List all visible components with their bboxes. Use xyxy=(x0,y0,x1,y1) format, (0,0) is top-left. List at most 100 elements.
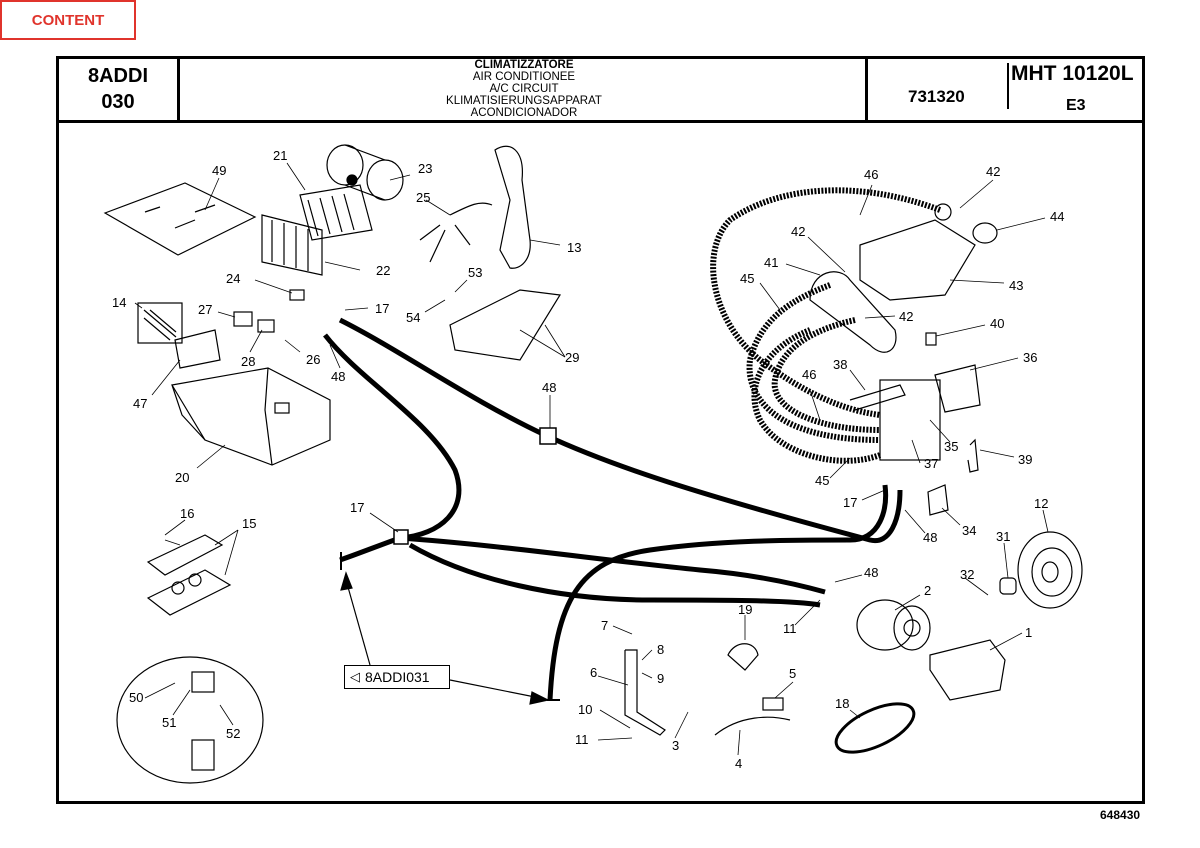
label-5: 5 xyxy=(789,666,796,681)
group-code: 8ADDI xyxy=(87,65,148,87)
corrugated-hoses xyxy=(710,187,942,464)
label-45a: 45 xyxy=(740,271,754,286)
part-52-panel xyxy=(191,739,215,771)
label-42c: 42 xyxy=(899,309,913,324)
label-41: 41 xyxy=(764,255,778,270)
part-25-harness xyxy=(419,202,493,263)
part-5-clip xyxy=(762,697,784,711)
part-12-pulley xyxy=(1017,531,1083,609)
part-13-duct xyxy=(494,145,531,269)
title-fr: AIR CONDITIONEE xyxy=(472,71,576,83)
label-40: 40 xyxy=(990,316,1004,331)
label-54: 54 xyxy=(406,310,420,325)
part-4-cable xyxy=(714,716,791,736)
label-38: 38 xyxy=(833,357,847,372)
label-19: 19 xyxy=(738,602,752,617)
label-8: 8 xyxy=(657,642,664,657)
model-name: MHT 10120L xyxy=(1011,62,1134,85)
leader-lines xyxy=(134,162,1049,756)
label-3: 3 xyxy=(672,738,679,753)
label-11b: 11 xyxy=(575,732,589,747)
part-34-bracket xyxy=(927,484,949,516)
label-18: 18 xyxy=(835,696,849,711)
label-34: 34 xyxy=(962,523,976,538)
label-24: 24 xyxy=(226,271,240,286)
label-42a: 42 xyxy=(986,164,1000,179)
label-48a: 48 xyxy=(331,369,345,384)
part-24 xyxy=(289,289,305,301)
part-29-tray xyxy=(449,289,561,361)
hose-48-main xyxy=(323,317,903,701)
label-13: 13 xyxy=(567,240,581,255)
label-46a: 46 xyxy=(864,167,878,182)
label-14: 14 xyxy=(112,295,126,310)
label-27: 27 xyxy=(198,302,212,317)
label-21: 21 xyxy=(273,148,287,163)
document-number: 648430 xyxy=(1100,808,1141,822)
label-45b: 45 xyxy=(815,473,829,488)
label-50: 50 xyxy=(129,690,143,705)
title-it: CLIMATIZZATORE xyxy=(474,59,574,71)
label-20: 20 xyxy=(175,470,189,485)
drawing-frame: 8ADDI 030 CLIMATIZZATORE AIR CONDITIONEE… xyxy=(56,56,1145,804)
label-43: 43 xyxy=(1009,278,1023,293)
part-27 xyxy=(233,311,253,327)
label-48b: 48 xyxy=(542,380,556,395)
label-17c: 17 xyxy=(843,495,857,510)
label-9: 9 xyxy=(657,671,664,686)
label-51: 51 xyxy=(162,715,176,730)
label-32: 32 xyxy=(960,567,974,582)
detail-circle xyxy=(116,656,264,784)
label-35: 35 xyxy=(944,439,958,454)
label-53: 53 xyxy=(468,265,482,280)
part-44-filter xyxy=(972,222,998,244)
part-20-housing xyxy=(171,367,331,466)
label-42b: 42 xyxy=(791,224,805,239)
model-cell: MHT 10120L E3 xyxy=(1007,59,1145,123)
part-42-cap xyxy=(934,203,952,221)
part-code: 731320 xyxy=(908,87,965,106)
label-29: 29 xyxy=(565,350,579,365)
part-31-spacer xyxy=(999,577,1017,595)
label-16: 16 xyxy=(180,506,194,521)
label-11a: 11 xyxy=(783,621,797,636)
title-de: KLIMATISIERUNGSAPPARAT xyxy=(446,95,602,107)
part-labels: 49 21 23 25 13 22 53 54 24 17 14 27 28 2… xyxy=(112,148,1064,771)
part-40-sensor xyxy=(925,332,937,346)
model-version: E3 xyxy=(1066,97,1086,114)
group-code-cell: 8ADDI 030 xyxy=(59,59,180,123)
part-51-switch xyxy=(191,671,215,693)
part-41-tank xyxy=(809,271,897,353)
label-2: 2 xyxy=(924,583,931,598)
label-46b: 46 xyxy=(802,367,816,382)
part-1-bracket xyxy=(929,639,1006,701)
label-25: 25 xyxy=(416,190,430,205)
label-10: 10 xyxy=(578,702,592,717)
code-cell: 731320 xyxy=(865,59,1009,123)
part-22-core xyxy=(261,214,323,276)
title-en: A/C CIRCUIT xyxy=(489,83,559,95)
label-39: 39 xyxy=(1018,452,1032,467)
cross-reference-label: 8ADDI031 xyxy=(365,669,430,685)
part-37-block xyxy=(879,379,941,461)
part-18-belt xyxy=(834,702,916,754)
part-43-reservoir xyxy=(859,219,976,301)
part-14-filter xyxy=(137,302,183,344)
label-44: 44 xyxy=(1050,209,1064,224)
label-48c: 48 xyxy=(923,530,937,545)
left-triangle-icon: ◁ xyxy=(350,669,360,684)
label-48d: 48 xyxy=(864,565,878,580)
hose-tee xyxy=(393,529,409,545)
label-37: 37 xyxy=(924,456,938,471)
label-1: 1 xyxy=(1025,625,1032,640)
title-cell: CLIMATIZZATORE AIR CONDITIONEE A/C CIRCU… xyxy=(180,59,868,123)
label-26: 26 xyxy=(306,352,320,367)
reference-arrows xyxy=(340,571,550,705)
label-6: 6 xyxy=(590,665,597,680)
label-47: 47 xyxy=(133,396,147,411)
part-47-vent xyxy=(174,329,221,369)
cross-reference-box[interactable]: ◁ 8ADDI031 xyxy=(344,665,450,689)
hose-coupler xyxy=(539,427,557,445)
part-23-blower xyxy=(326,144,404,201)
